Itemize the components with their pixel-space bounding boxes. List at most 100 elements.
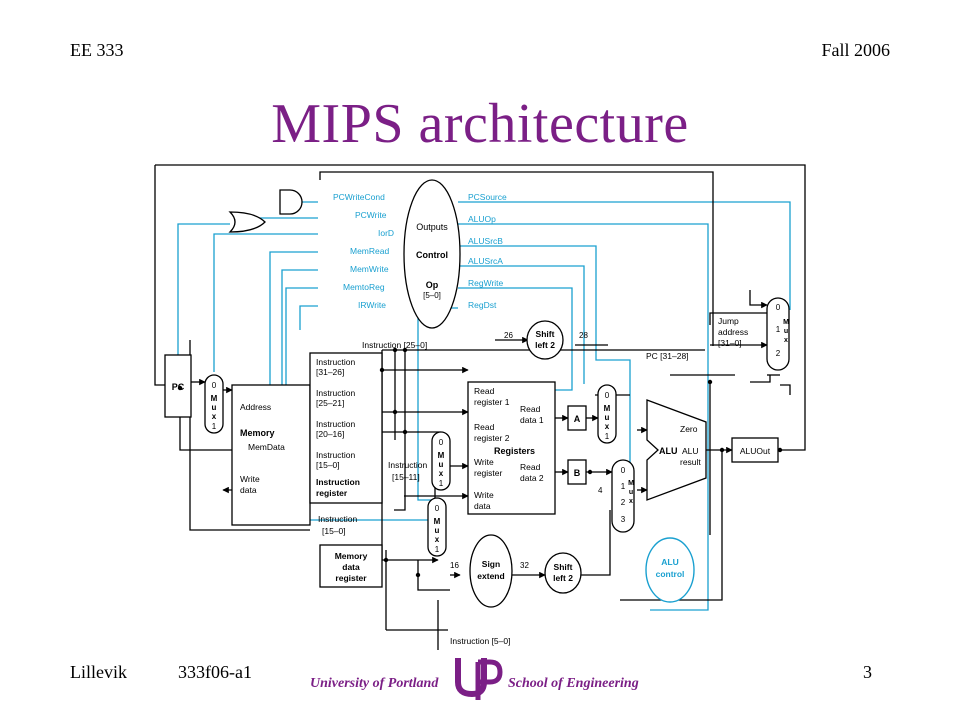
width-32-label: 32 — [520, 561, 529, 570]
mux-alu-src-a: 0 M u x 1 — [597, 384, 617, 444]
svg-text:1: 1 — [435, 545, 440, 554]
svg-text:M: M — [604, 404, 611, 413]
svg-text:M: M — [438, 451, 445, 460]
ir-name-2: register — [316, 488, 348, 498]
svg-text:result: result — [680, 457, 701, 467]
svg-text:u: u — [435, 526, 440, 535]
svg-text:Registers: Registers — [494, 446, 535, 456]
memory-write-label: Write — [240, 474, 260, 484]
university-logo: University of Portland School of Enginee… — [310, 654, 670, 704]
slide-title: MIPS architecture — [271, 93, 689, 155]
svg-text:u: u — [439, 460, 444, 469]
svg-text:ALU: ALU — [682, 446, 699, 456]
svg-text:1: 1 — [776, 325, 781, 334]
svg-text:Read: Read — [474, 422, 495, 432]
svg-text:Sign: Sign — [482, 559, 500, 569]
control-name-label: Control — [416, 250, 448, 260]
svg-text:A: A — [574, 414, 581, 424]
mips-datapath-diagram: Outputs Control Op [5–0] PCWriteCond PCW… — [154, 164, 806, 650]
up-logo-icon — [455, 658, 503, 700]
svg-text:x: x — [435, 535, 440, 544]
svg-text:ALUOut: ALUOut — [740, 446, 771, 456]
instr-5-0-label: Instruction [5–0] — [450, 636, 510, 646]
mux-pc-source: 0 1 2 M u x — [766, 297, 790, 371]
svg-text:1: 1 — [605, 432, 610, 441]
svg-text:ALU: ALU — [661, 557, 678, 567]
instruction-register: Instruction[31–26] Instruction[25–21] In… — [309, 352, 383, 504]
school-name: School of Engineering — [508, 676, 639, 691]
shift-left-top: Shift left 2 — [526, 320, 564, 360]
svg-text:register: register — [474, 468, 503, 478]
svg-text:M: M — [628, 480, 634, 487]
shift-left-bottom: Shift left 2 — [544, 552, 582, 594]
register-a: A — [567, 405, 587, 431]
svg-text:Shift: Shift — [536, 329, 555, 339]
svg-text:register 1: register 1 — [474, 397, 510, 407]
jump-address-label-1: Jump — [718, 316, 739, 326]
ir-field-20-16: Instruction[20–16] — [316, 419, 355, 439]
instr-15-11-label-1: Instruction — [388, 460, 427, 470]
svg-text:register: register — [335, 573, 367, 583]
svg-text:0: 0 — [212, 381, 217, 390]
svg-text:Write: Write — [474, 490, 494, 500]
signal-alusrcb: ALUSrcB — [468, 236, 503, 246]
alu-control: ALU control — [645, 537, 695, 603]
control-outputs-label: Outputs — [416, 222, 448, 232]
page-number: 3 — [863, 662, 872, 682]
width-26-label: 26 — [504, 331, 513, 340]
svg-text:Read: Read — [520, 404, 541, 414]
control-op-label: Op — [426, 280, 439, 290]
signal-pcwritecond: PCWriteCond — [333, 192, 385, 202]
and-gate-icon — [279, 189, 303, 215]
svg-text:1: 1 — [212, 422, 217, 431]
svg-text:M: M — [434, 517, 441, 526]
svg-text:0: 0 — [605, 391, 610, 400]
memory-address-label: Address — [240, 402, 271, 412]
memory-name-label: Memory — [240, 428, 275, 438]
svg-text:0: 0 — [621, 466, 626, 475]
control-op-bits-label: [5–0] — [423, 291, 441, 300]
svg-text:0: 0 — [439, 438, 444, 447]
ir-field-15-0: Instruction[15–0] — [316, 450, 355, 470]
svg-text:Write: Write — [474, 457, 494, 467]
signal-pcsource: PCSource — [468, 192, 507, 202]
signal-iord: IorD — [378, 228, 394, 238]
signal-regdst: RegDst — [468, 300, 497, 310]
register-file: Read register 1 Read data 1 Read registe… — [467, 381, 556, 515]
memory-data-label: data — [240, 485, 257, 495]
svg-text:Read: Read — [520, 462, 541, 472]
jump-address-label-3: [31–0] — [718, 338, 742, 348]
signal-pcwrite: PCWrite — [355, 210, 387, 220]
svg-text:B: B — [574, 468, 581, 478]
junction-dots — [177, 347, 783, 578]
svg-text:left 2: left 2 — [553, 573, 573, 583]
ir-field-31-26: Instruction[31–26] — [316, 357, 355, 377]
svg-text:ALU: ALU — [659, 446, 678, 456]
instr-15-0-label-1: Instruction — [318, 514, 357, 524]
svg-text:Memory: Memory — [335, 551, 368, 561]
sign-extend: Sign extend — [469, 534, 513, 608]
svg-text:x: x — [629, 498, 633, 505]
signal-memtoreg: MemtoReg — [343, 282, 385, 292]
svg-text:u: u — [605, 413, 610, 422]
width-4-label: 4 — [598, 486, 603, 495]
control-signal-labels: PCWriteCond PCWrite IorD MemRead MemWrit… — [333, 192, 507, 310]
author-label: Lillevik — [70, 662, 127, 682]
jump-address-label-2: address — [718, 327, 748, 337]
pc-register: PC — [164, 354, 192, 418]
alu: ALU Zero ALU result — [646, 399, 707, 501]
svg-text:3: 3 — [621, 515, 626, 524]
svg-text:Zero: Zero — [680, 424, 698, 434]
svg-text:u: u — [784, 328, 788, 335]
course-label: EE 333 — [70, 40, 124, 60]
pc-31-28-label: PC [31–28] — [646, 351, 689, 361]
svg-text:x: x — [605, 422, 610, 431]
mux-write-register: 0 M u x 1 — [431, 431, 451, 491]
memory-unit: Address Memory MemData Write data — [231, 384, 311, 526]
signal-irwrite: IRWrite — [358, 300, 386, 310]
register-b: B — [567, 459, 587, 485]
width-16-label: 16 — [450, 561, 459, 570]
svg-text:2: 2 — [621, 498, 626, 507]
course-code-label: 333f06-a1 — [178, 662, 252, 682]
svg-text:data 1: data 1 — [520, 415, 544, 425]
